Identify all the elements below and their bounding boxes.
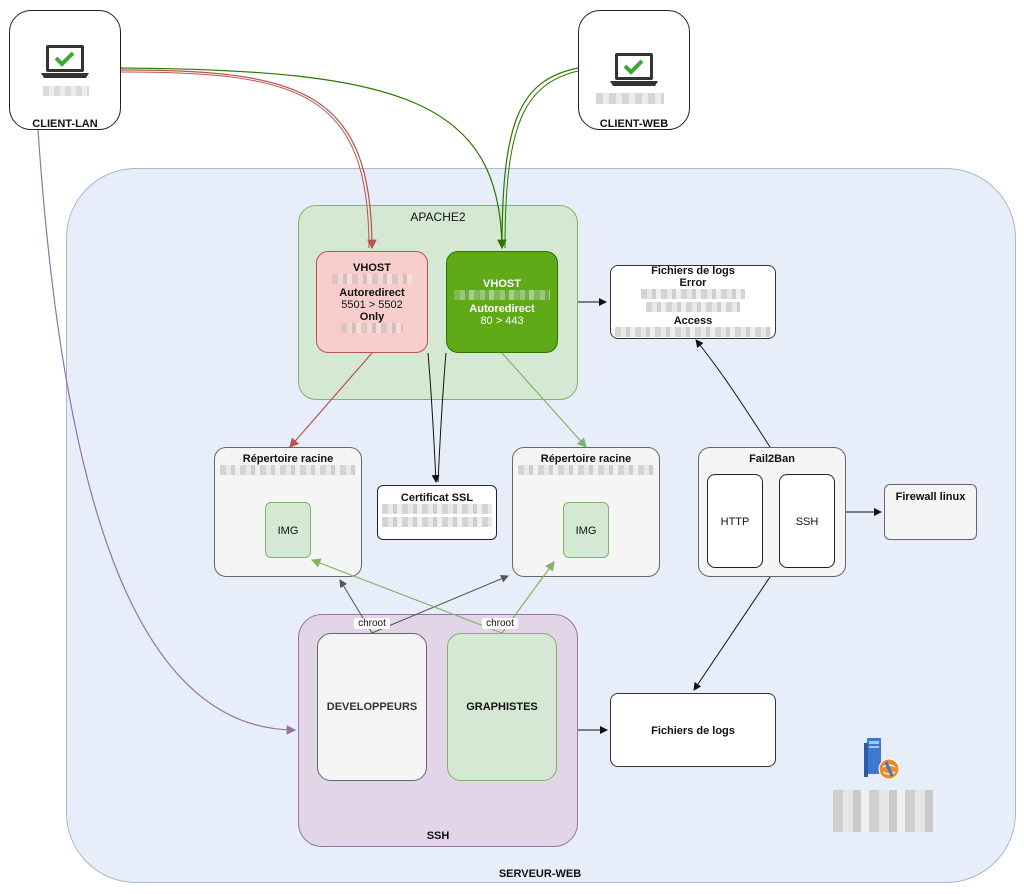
vhost-lan-only: Only	[359, 311, 385, 323]
graphistes-box[interactable]: GRAPHISTES	[447, 633, 557, 781]
vhost-lan-autoredirect: Autoredirect	[339, 287, 405, 299]
server-label: SERVEUR-WEB	[498, 868, 582, 880]
graphistes-label: GRAPHISTES	[466, 701, 538, 713]
logs-top-title: Fichiers de logs	[651, 265, 735, 277]
chroot-label-left: chroot	[354, 618, 390, 629]
vhost-lan-title: VHOST	[353, 262, 391, 274]
fail2ban-ssh[interactable]: SSH	[779, 474, 835, 568]
server-name-blurred	[833, 790, 935, 832]
fail2ban-title: Fail2Ban	[749, 453, 795, 465]
firewall-box[interactable]: Firewall linux	[884, 484, 977, 540]
laptop-check-icon	[41, 44, 89, 80]
fail2ban-ssh-label: SSH	[795, 516, 819, 528]
logs-top-error: Error	[679, 277, 707, 289]
logs-bottom-box[interactable]: Fichiers de logs	[610, 693, 776, 767]
vhost-web-autoredirect: Autoredirect	[469, 303, 535, 315]
root-right-img-label: IMG	[575, 525, 597, 537]
chroot-label-right: chroot	[482, 618, 518, 629]
vhost-web-box[interactable]: VHOST Autoredirect 80 > 443	[446, 251, 558, 353]
root-left-img-label: IMG	[277, 525, 299, 537]
ssh-label: SSH	[426, 830, 450, 842]
ssl-box[interactable]: Certificat SSL	[377, 485, 497, 540]
logs-top-access: Access	[673, 315, 713, 327]
ssl-title: Certificat SSL	[400, 492, 474, 504]
vhost-web-title: VHOST	[483, 278, 521, 290]
fail2ban-http-label: HTTP	[720, 516, 750, 528]
developpeurs-label: DEVELOPPEURS	[326, 701, 418, 713]
vhost-lan-box[interactable]: VHOST Autoredirect 5501 > 5502 Only	[316, 251, 428, 353]
root-left-img[interactable]: IMG	[265, 502, 311, 558]
root-left-title: Répertoire racine	[242, 453, 334, 465]
root-right-title: Répertoire racine	[540, 453, 632, 465]
vhost-lan-ports: 5501 > 5502	[341, 299, 403, 311]
client-web-label: CLIENT-WEB	[599, 118, 669, 130]
client-lan-label: CLIENT-LAN	[32, 118, 98, 130]
laptop-check-icon	[610, 52, 658, 88]
firewall-title: Firewall linux	[895, 491, 966, 503]
server-globe-icon	[862, 736, 904, 782]
logs-bottom-title: Fichiers de logs	[651, 725, 735, 737]
root-right-img[interactable]: IMG	[563, 502, 609, 558]
fail2ban-http[interactable]: HTTP	[707, 474, 763, 568]
apache-label: APACHE2	[410, 210, 466, 224]
vhost-web-ports: 80 > 443	[480, 315, 524, 327]
logs-top-box[interactable]: Fichiers de logs Error Access	[610, 265, 776, 339]
developpeurs-box[interactable]: DEVELOPPEURS	[317, 633, 427, 781]
